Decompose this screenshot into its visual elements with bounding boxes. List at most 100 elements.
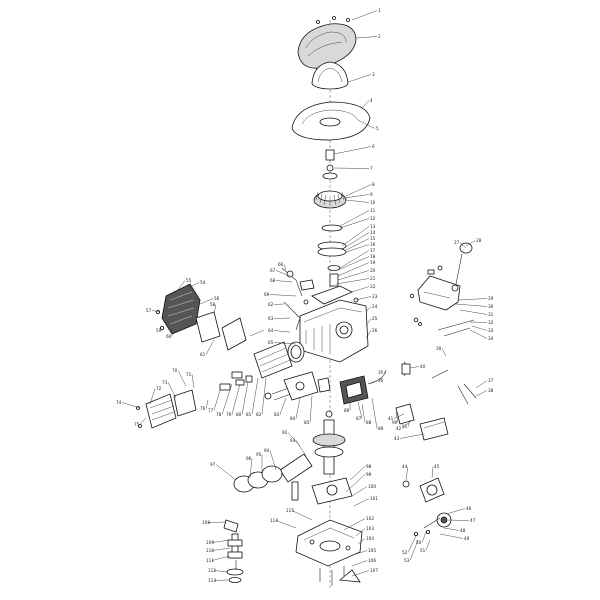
callout-number-80: 80 xyxy=(236,412,242,417)
leader-line-15 xyxy=(345,238,370,251)
leader-line-56 xyxy=(199,298,214,305)
callout-number-44: 44 xyxy=(402,464,408,469)
leader-line-61 xyxy=(205,339,215,355)
air-cleaner-base xyxy=(291,101,371,141)
callout-number-91: 91 xyxy=(402,424,408,429)
leader-line-34 xyxy=(469,329,488,339)
leader-line-111 xyxy=(211,555,231,561)
leader-line-69 xyxy=(269,294,297,297)
callout-number-97: 97 xyxy=(210,462,216,467)
air-filter-element xyxy=(311,61,349,90)
leader-line-22 xyxy=(351,286,370,293)
leader-line-48 xyxy=(443,527,460,531)
callout-number-1: 1 xyxy=(378,8,381,13)
callout-number-94: 94 xyxy=(264,448,270,453)
leader-line-77 xyxy=(213,389,221,411)
leader-line-7 xyxy=(333,167,370,169)
leader-line-32 xyxy=(469,321,488,323)
leader-line-11 xyxy=(339,210,370,227)
callout-number-34: 34 xyxy=(488,336,494,341)
leader-line-98 xyxy=(349,466,366,481)
engine-block xyxy=(299,285,369,363)
callout-number-45: 45 xyxy=(434,464,440,469)
leader-line-9 xyxy=(343,194,370,199)
callout-number-69: 69 xyxy=(264,292,270,297)
leader-line-50 xyxy=(421,531,427,543)
callout-number-19: 19 xyxy=(370,260,376,265)
callout-number-47: 47 xyxy=(470,518,476,523)
leader-line-35 xyxy=(383,371,387,373)
leader-line-78 xyxy=(221,383,233,415)
brake-assembly xyxy=(402,477,452,537)
fuel-tank xyxy=(409,242,475,337)
leader-line-58 xyxy=(213,304,217,315)
leader-line-82 xyxy=(261,377,267,415)
leader-line-4 xyxy=(361,100,370,109)
leader-line-67 xyxy=(275,270,291,277)
callout-labels: 1234567891011121314151617181920212223242… xyxy=(116,8,494,583)
leader-line-104 xyxy=(357,538,366,545)
leader-line-71 xyxy=(191,374,195,389)
leader-line-65 xyxy=(273,342,297,345)
leader-line-97 xyxy=(215,464,237,481)
leader-line-29 xyxy=(457,298,488,301)
callout-number-21: 21 xyxy=(370,276,376,281)
heat-shield xyxy=(221,317,265,351)
leader-line-14 xyxy=(343,232,370,249)
callout-number-59: 59 xyxy=(156,328,162,333)
leader-line-16 xyxy=(345,244,370,253)
leader-line-80 xyxy=(241,381,249,415)
leader-line-38 xyxy=(475,390,488,397)
callout-number-104: 104 xyxy=(366,536,374,541)
leader-line-41 xyxy=(393,413,405,419)
callout-number-51: 51 xyxy=(420,548,426,553)
callout-number-108: 108 xyxy=(202,520,210,525)
leader-line-88 xyxy=(361,403,366,423)
callout-number-102: 102 xyxy=(366,516,374,521)
callout-number-96: 96 xyxy=(246,456,252,461)
callout-number-106: 106 xyxy=(368,558,376,563)
leader-line-93 xyxy=(295,440,307,457)
leader-line-43 xyxy=(399,433,425,439)
mounting-bolts xyxy=(319,566,361,586)
callout-number-88: 88 xyxy=(366,420,372,425)
leader-line-17 xyxy=(339,250,370,269)
leader-line-113 xyxy=(213,579,229,581)
callout-number-98: 98 xyxy=(366,464,372,469)
leader-line-85 xyxy=(309,395,313,423)
callout-number-99: 99 xyxy=(366,472,372,477)
intake-filter-box xyxy=(136,389,197,429)
callout-number-67: 67 xyxy=(270,268,276,273)
leader-line-53 xyxy=(409,539,419,561)
callout-number-14: 14 xyxy=(370,230,376,235)
leader-line-68 xyxy=(275,280,293,283)
callout-number-12: 12 xyxy=(370,216,376,221)
leader-line-19 xyxy=(337,262,370,277)
callout-number-52: 52 xyxy=(402,550,408,555)
callout-number-82: 82 xyxy=(256,412,262,417)
callout-number-18: 18 xyxy=(370,254,376,259)
leader-line-39 xyxy=(441,348,447,357)
leader-line-99 xyxy=(345,474,366,493)
leader-line-74 xyxy=(121,402,141,409)
spark-plug-wire xyxy=(401,361,477,405)
callout-number-66: 66 xyxy=(278,262,284,267)
leader-line-27 xyxy=(459,242,467,249)
callout-number-2: 2 xyxy=(378,34,381,39)
leader-line-81 xyxy=(251,377,259,415)
carburetor xyxy=(283,371,331,401)
callout-number-56: 56 xyxy=(214,296,220,301)
callout-number-43: 43 xyxy=(394,436,400,441)
pto-shaft-assembly xyxy=(223,519,244,583)
callout-number-42: 42 xyxy=(396,426,402,431)
leader-line-91 xyxy=(407,419,411,427)
leader-line-21 xyxy=(335,278,370,285)
leader-line-24 xyxy=(365,306,372,313)
callout-number-103: 103 xyxy=(366,526,374,531)
callout-number-29: 29 xyxy=(488,296,494,301)
callout-number-3: 3 xyxy=(372,72,375,77)
leader-line-44 xyxy=(405,466,409,481)
leader-line-63 xyxy=(273,317,291,319)
callout-number-40: 40 xyxy=(420,364,426,369)
leader-line-73 xyxy=(167,382,177,399)
